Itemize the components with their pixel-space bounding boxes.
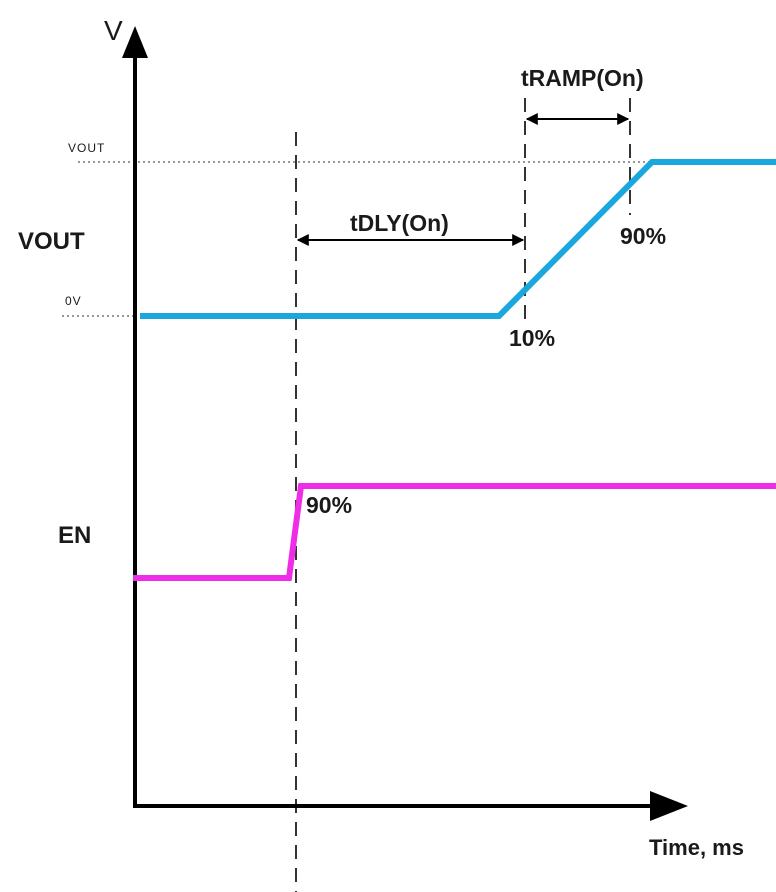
x-axis-label: Time, ms [649, 835, 744, 860]
en-waveform [133, 483, 776, 581]
vout-waveform [140, 159, 776, 319]
x-axis-arrowhead [650, 791, 688, 821]
y-axis-arrowhead [122, 26, 148, 58]
vout-level-label: VOUT [68, 141, 105, 155]
y-axis-label: V [104, 15, 123, 46]
en-signal-label: EN [58, 522, 91, 549]
vout-10pct-label: 10% [509, 325, 555, 351]
tramp-label: tRAMP(On) [521, 65, 644, 91]
tdly-label: tDLY(On) [350, 210, 449, 236]
vout-90pct-label: 90% [620, 223, 666, 249]
en-90pct-label: 90% [306, 492, 352, 518]
vout-signal-label: VOUT [18, 228, 85, 255]
zero-level-label: 0V [65, 294, 82, 308]
